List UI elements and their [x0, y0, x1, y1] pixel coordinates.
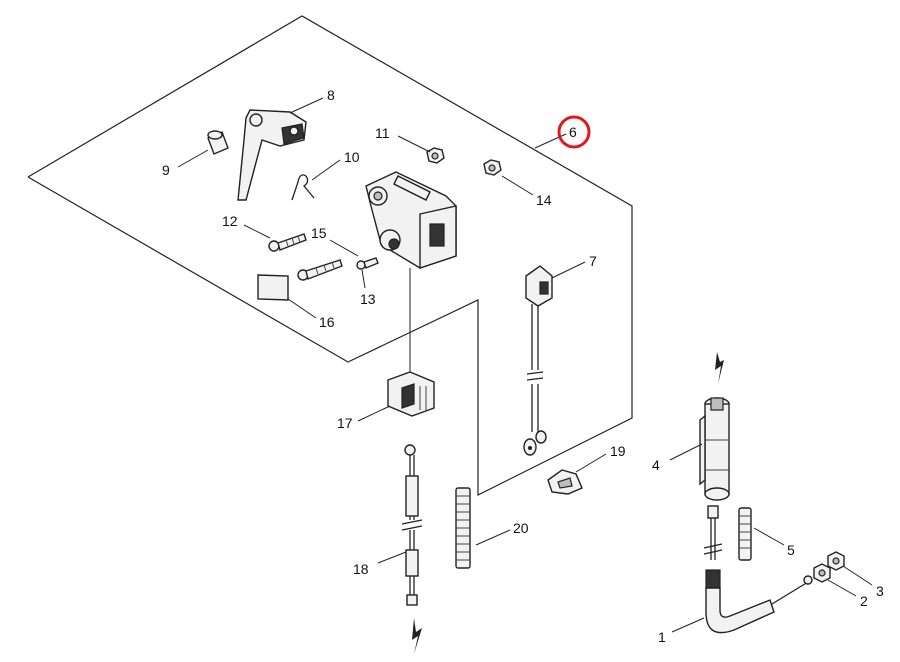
callout-6: 6	[569, 124, 577, 140]
callout-19: 19	[610, 443, 626, 459]
part-14-nut[interactable]	[483, 159, 502, 176]
part-3-nut[interactable]	[827, 551, 845, 571]
highlight-ring	[557, 115, 591, 149]
callout-9: 9	[162, 162, 170, 178]
part-2-nut[interactable]	[813, 563, 831, 583]
callout-4: 4	[652, 457, 660, 473]
direction-arrow-down-top	[715, 352, 724, 384]
part-17-grommet[interactable]	[387, 371, 435, 417]
callout-20: 20	[513, 520, 529, 536]
callout-13: 13	[360, 291, 376, 307]
callout-14: 14	[536, 192, 552, 208]
callout-7: 7	[589, 253, 597, 269]
part-8-lever[interactable]	[237, 109, 307, 201]
direction-arrow-down	[412, 618, 422, 654]
part-19-clip[interactable]	[547, 469, 583, 495]
callout-18: 18	[353, 561, 369, 577]
callout-15: 15	[311, 225, 327, 241]
part-1-cable[interactable]	[703, 505, 813, 634]
part-10-spring[interactable]	[291, 174, 315, 201]
callout-3: 3	[876, 583, 884, 599]
callout-1: 1	[658, 629, 666, 645]
part-15-screw[interactable]	[297, 259, 343, 281]
callout-11: 11	[375, 125, 390, 141]
part-11-nut[interactable]	[426, 147, 445, 164]
callout-10: 10	[344, 149, 360, 165]
callout-8: 8	[327, 87, 335, 103]
part-16-label[interactable]	[257, 274, 289, 301]
part-4-sleeve[interactable]	[699, 397, 730, 501]
callout-2: 2	[860, 593, 868, 609]
callout-17: 17	[337, 415, 353, 431]
assembly-outline	[27, 15, 633, 496]
part-13-screw[interactable]	[356, 257, 379, 270]
part-7-switch[interactable]	[523, 265, 553, 456]
callout-16: 16	[319, 314, 335, 330]
part-5-rod[interactable]	[738, 507, 752, 561]
part-20-rod[interactable]	[455, 487, 471, 569]
callout-5: 5	[787, 542, 795, 558]
part-9-pin[interactable]	[207, 130, 229, 155]
switch-housing[interactable]	[365, 171, 457, 269]
part-12-screw[interactable]	[268, 233, 307, 252]
part-18-cable[interactable]	[401, 444, 423, 606]
callout-12: 12	[222, 213, 238, 229]
